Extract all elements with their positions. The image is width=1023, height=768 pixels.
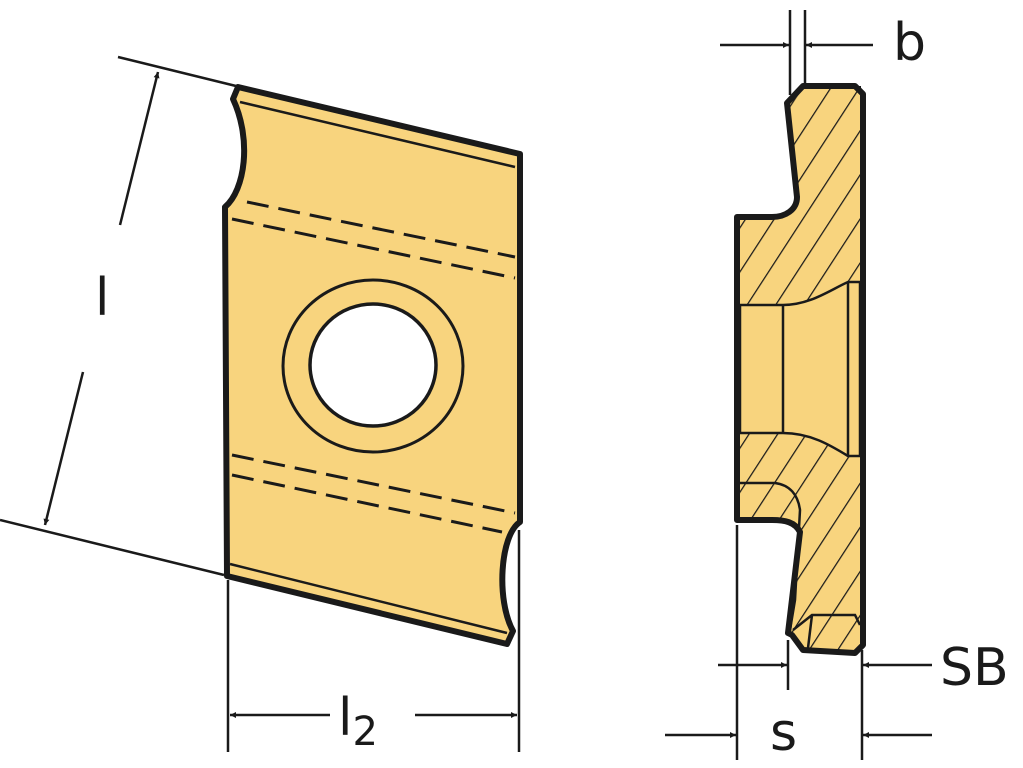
hidden-line xyxy=(246,200,516,259)
dimension-label-l: l xyxy=(95,268,109,328)
dimension-b xyxy=(720,10,873,95)
extension-line xyxy=(0,518,225,577)
dimension-arrow xyxy=(118,71,160,226)
dimension-l2 xyxy=(226,530,521,752)
mounting-hole xyxy=(308,302,438,428)
dimension-label-s: s xyxy=(770,703,797,763)
bore xyxy=(738,280,862,458)
dimension-l xyxy=(0,55,237,577)
dimension-label-sb: SB xyxy=(940,638,1009,698)
dimension-arrow xyxy=(43,371,85,526)
hidden-line xyxy=(231,217,516,280)
hidden-line xyxy=(231,473,503,534)
insert-section-view xyxy=(734,83,866,656)
bottom-chamfer-line xyxy=(229,562,508,635)
top-chamfer-line xyxy=(239,100,516,169)
insert-front-view xyxy=(222,84,523,647)
lower-lip xyxy=(740,481,802,631)
dimension-label-l2: l2 xyxy=(338,688,378,755)
dimension-sb xyxy=(860,650,932,760)
extension-line xyxy=(117,55,237,88)
dimension-s xyxy=(665,525,790,760)
hidden-line xyxy=(231,453,516,515)
bottom-chamfer xyxy=(792,613,862,649)
dimension-label-b: b xyxy=(893,13,926,73)
